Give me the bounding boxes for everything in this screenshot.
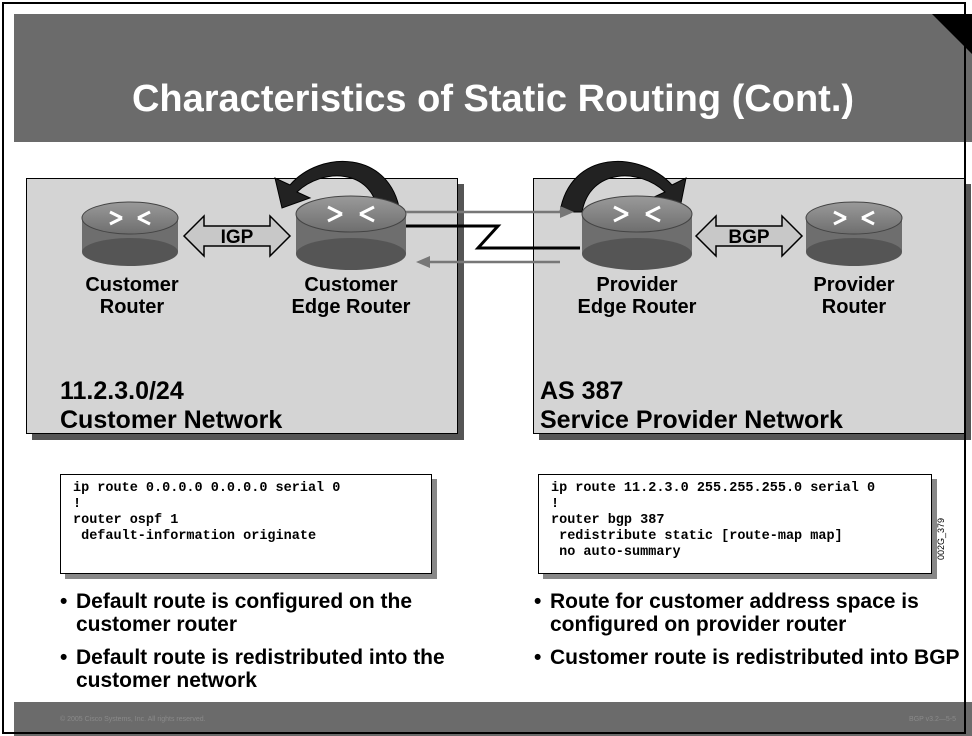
- provider-config-box: ip route 11.2.3.0 255.255.255.0 serial 0…: [538, 474, 932, 574]
- provider-router-label: Provider Router: [813, 274, 895, 318]
- course-code: BGP v3.2—5-5: [909, 716, 956, 723]
- code-line: router ospf 1: [73, 513, 179, 528]
- customer-edge-router-icon: [295, 195, 407, 270]
- code-line: ip route 0.0.0.0 0.0.0.0 serial 0: [73, 481, 341, 496]
- igp-link-arrow: [182, 214, 292, 258]
- code-line: ip route 11.2.3.0 255.255.255.0 serial 0: [551, 481, 876, 496]
- bgp-label: BGP: [728, 227, 770, 248]
- provider-router-icon: [805, 201, 903, 266]
- curved-arrow-right: [559, 160, 687, 213]
- code-line: !: [551, 497, 560, 512]
- bullet-item: Default route is redistributed into the …: [60, 646, 496, 692]
- code-line: !: [73, 497, 82, 512]
- curved-arrow-left: [274, 160, 401, 213]
- bullet-item: Default route is configured on the custo…: [60, 590, 496, 636]
- code-line: redistribute static [route-map map]: [551, 529, 843, 544]
- customer-router-label: Customer Router: [85, 274, 179, 318]
- copyright-text: © 2005 Cisco Systems, Inc. All rights re…: [60, 716, 206, 723]
- bullet-item: Route for customer address space is conf…: [534, 590, 970, 636]
- bullet-item: Customer route is redistributed into BGP: [534, 646, 970, 669]
- footer-bar: [14, 702, 972, 736]
- provider-edge-router-icon: [581, 195, 693, 270]
- code-line: no auto-summary: [551, 545, 681, 560]
- customer-edge-router-label: Customer Edge Router: [291, 274, 411, 318]
- customer-router-icon: [81, 201, 179, 266]
- serial-link: [406, 224, 580, 250]
- provider-network-label: AS 387 Service Provider Network: [540, 377, 843, 434]
- code-line: default-information originate: [73, 529, 317, 544]
- provider-edge-router-label: Provider Edge Router: [577, 274, 697, 318]
- title-bar: [14, 14, 972, 142]
- customer-network-label: 11.2.3.0/24 Customer Network: [60, 377, 283, 434]
- code-line: router bgp 387: [551, 513, 665, 528]
- igp-label: IGP: [221, 227, 254, 248]
- bgp-link-arrow: [694, 214, 804, 258]
- customer-config-box: ip route 0.0.0.0 0.0.0.0 serial 0 ! rout…: [60, 474, 432, 574]
- slide-title: Characteristics of Static Routing (Cont.…: [131, 77, 855, 120]
